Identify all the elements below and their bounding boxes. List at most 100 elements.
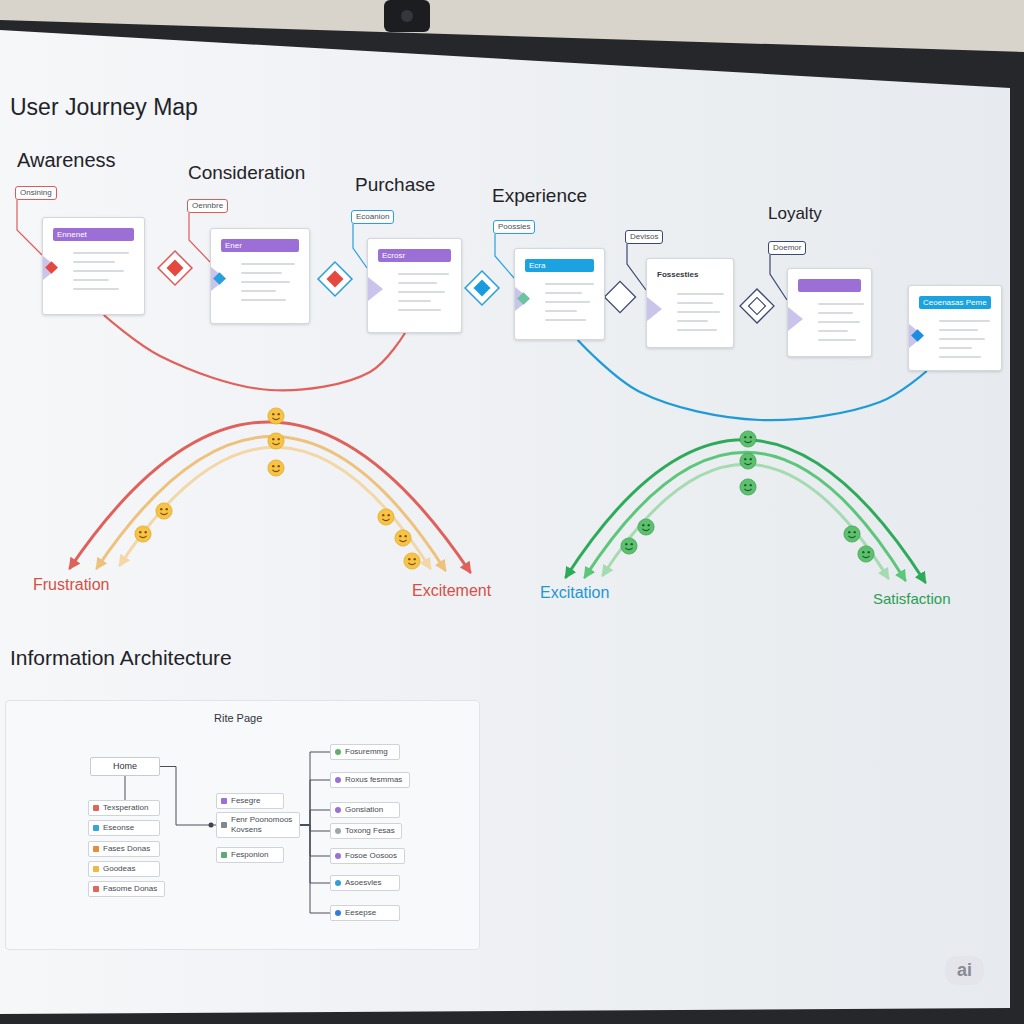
sitemap-page: Fosuremmg [330, 744, 400, 760]
emoji [844, 526, 860, 542]
diamond [474, 280, 491, 297]
emotion-arc [70, 422, 470, 572]
page-marker [335, 880, 341, 886]
card-tag: Devisos [625, 230, 663, 244]
card-tag-label: Ecoanion [356, 212, 389, 221]
page-marker [221, 822, 227, 828]
placeholder-line [818, 303, 864, 305]
tree-connector [160, 767, 216, 826]
card-tag: Doemor [768, 241, 806, 255]
card-title: Ennenet [57, 230, 87, 239]
placeholder-line [73, 279, 109, 281]
card-tag: Poossies [493, 220, 535, 234]
placeholder-line [545, 310, 577, 312]
page-marker [93, 825, 99, 831]
sitemap-page: Fases Donas [88, 841, 160, 857]
card-tag-label: Doemor [773, 243, 801, 252]
card-bar: Ceoenasas Peme [919, 296, 991, 309]
placeholder-line [73, 261, 115, 263]
placeholder-line [818, 321, 860, 323]
diamond [327, 271, 344, 288]
tree-connector [300, 825, 330, 856]
sitemap-page: Fasome Donas [88, 881, 165, 897]
diamond [740, 289, 774, 323]
placeholder-line [677, 311, 720, 313]
card-tag: Onsining [15, 186, 57, 200]
card-title: Fossesties [657, 270, 698, 279]
page-marker [93, 886, 99, 892]
emoji [268, 460, 284, 476]
emoji [740, 431, 756, 447]
placeholder-line [545, 283, 594, 285]
journey-card: DevisosFossesties [646, 258, 734, 348]
webcam [384, 0, 430, 32]
emotion-label: Satisfaction [873, 590, 951, 607]
sitemap-page: Roxus fesmmas [330, 772, 410, 788]
panel-ground [5, 700, 480, 950]
sitemap-page: Fesponion [216, 847, 284, 863]
screen [0, 30, 1010, 1014]
page-name: Fasome Donas [103, 884, 158, 894]
watermark: ai [945, 956, 984, 985]
journey-card: OennbreEner [210, 228, 310, 324]
page-marker [335, 777, 341, 783]
emoji [395, 530, 411, 546]
emotion-arc [566, 440, 925, 582]
page-marker [335, 853, 341, 859]
card-marker [788, 307, 803, 331]
tree-connector [125, 776, 126, 800]
placeholder-line [545, 319, 586, 321]
tree-connector [300, 825, 330, 913]
placeholder-line [545, 292, 582, 294]
placeholder-line [939, 320, 990, 322]
leader-line [353, 224, 367, 268]
emotion-arcs [70, 422, 925, 582]
sitemap-page: Goodeas [88, 861, 160, 877]
stage-heading: Consideration [188, 162, 305, 184]
card-title: Ener [225, 241, 242, 250]
journey-connector [578, 340, 927, 420]
journey-connector [104, 315, 405, 390]
placeholder-line [241, 299, 286, 301]
emotion-arc [97, 436, 445, 570]
card-heading: Fossesties [657, 270, 698, 279]
placeholder-line [398, 282, 437, 284]
leader-line [627, 244, 646, 290]
placeholder-line [241, 281, 290, 283]
sitemap-page: Toxong Fesas [330, 823, 402, 839]
leader-line [495, 234, 514, 278]
sitemap-panel: Rite PageHomeTexsperationEseonseFases Do… [5, 700, 480, 950]
page-name: Asoesvles [345, 878, 393, 888]
leader-line [17, 200, 42, 255]
page-marker [221, 798, 227, 804]
panel-heading-text: Rite Page [214, 712, 262, 724]
card-tag-label: Oennbre [192, 201, 223, 210]
page-name: Roxus fesmmas [345, 775, 403, 785]
monitor-bezel [0, 20, 1024, 1024]
tree-connector [300, 780, 330, 825]
emoji [621, 538, 637, 554]
card-title: Ecra [529, 261, 545, 270]
emotion-arc [120, 447, 430, 568]
journey-card: OnsiningEnnenet [42, 217, 145, 315]
sitemap-page: Fesegre [216, 793, 284, 809]
card-marker [647, 297, 662, 321]
emotion-arc [603, 464, 888, 578]
emoji [740, 453, 756, 469]
card-bar: Ener [221, 239, 299, 252]
webcam-lens [401, 10, 413, 22]
placeholder-line [939, 347, 972, 349]
diamond [167, 260, 184, 277]
stage-heading: Purchase [355, 174, 435, 196]
card-tag-label: Poossies [498, 222, 530, 231]
placeholder-line [677, 320, 708, 322]
page-name: Fesegre [231, 796, 277, 806]
sitemap-page: Fosoe Oosoos [330, 848, 405, 864]
journey-card: PoossiesEcra [514, 248, 605, 340]
page-marker [335, 828, 341, 834]
sitemap-root: Home [90, 757, 160, 776]
sitemap-page: Gonsiation [330, 802, 400, 818]
placeholder-line [73, 288, 119, 290]
placeholder-line [73, 252, 129, 254]
